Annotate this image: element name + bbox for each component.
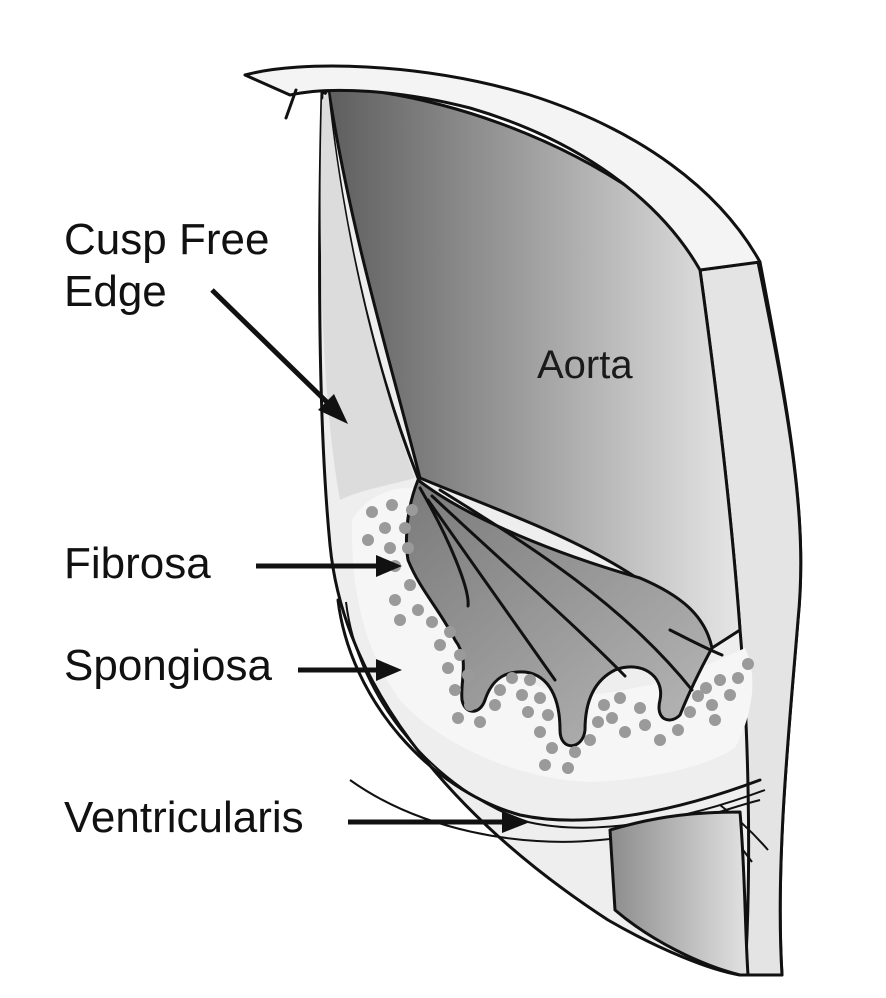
aortic-root-lower bbox=[608, 810, 750, 977]
label-cusp-free-edge-line2: Edge bbox=[64, 267, 167, 316]
label-spongiosa: Spongiosa bbox=[64, 641, 272, 690]
cusp-fold-lines bbox=[418, 486, 724, 692]
cusp-free-edge-line bbox=[326, 90, 420, 480]
arrow-fibrosa bbox=[256, 555, 402, 577]
aorta-lumen bbox=[326, 84, 742, 650]
cusp-free-edge-band bbox=[320, 92, 415, 500]
arrow-cusp-free-edge bbox=[210, 288, 348, 424]
aortic-rim bbox=[243, 64, 762, 272]
label-aorta: Aorta bbox=[537, 343, 633, 387]
fibrosa-dots bbox=[362, 499, 754, 774]
arrow-ventricularis bbox=[348, 811, 530, 833]
rim-tick bbox=[284, 88, 298, 120]
label-fibrosa: Fibrosa bbox=[64, 539, 211, 588]
spongiosa-layer bbox=[351, 488, 753, 782]
label-ventricularis: Ventricularis bbox=[64, 793, 304, 842]
arrow-spongiosa bbox=[298, 659, 402, 681]
label-cusp-free-edge-line1: Cusp Free bbox=[64, 215, 269, 264]
